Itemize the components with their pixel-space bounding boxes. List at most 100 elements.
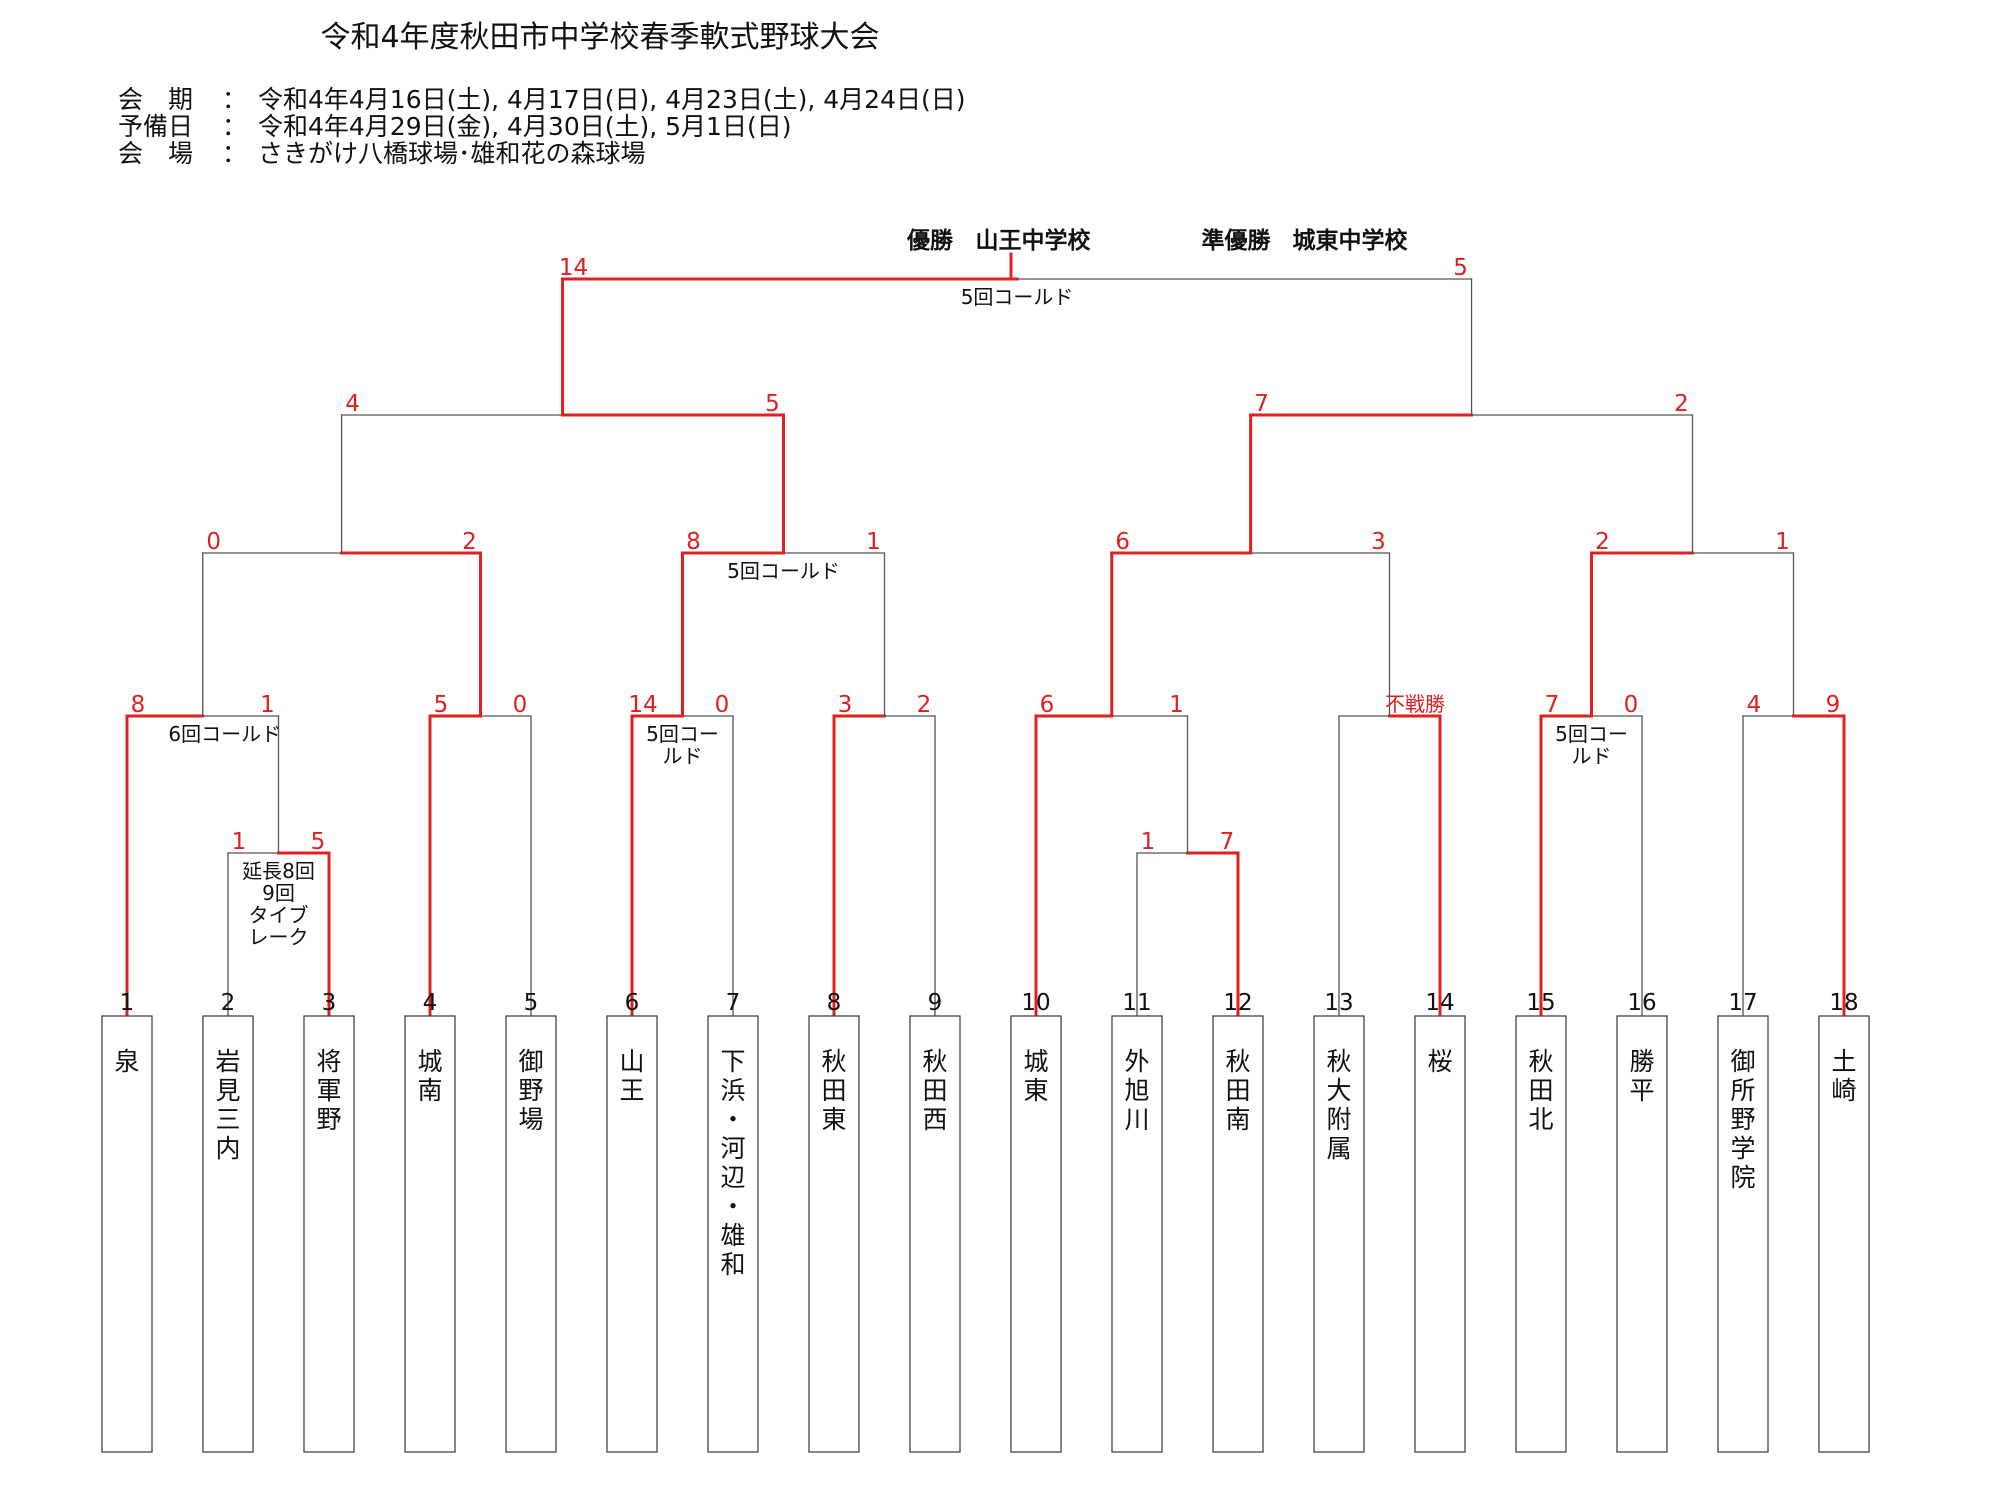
- team-name: 岩見三内: [215, 1047, 240, 1163]
- team-seed: 11: [1122, 990, 1151, 1016]
- team-box-12: [1212, 1015, 1264, 1453]
- team-box-15: [1515, 1015, 1567, 1453]
- score-right: 0: [1624, 692, 1639, 718]
- score-left: 14: [628, 692, 657, 718]
- score-right: 1: [1775, 529, 1790, 555]
- info-label: 会 場: [118, 139, 194, 168]
- team-name: 山王: [619, 1047, 644, 1105]
- team-seed: 8: [827, 990, 842, 1016]
- team-name: 秋大附属: [1326, 1047, 1351, 1163]
- team-seed: 6: [625, 990, 640, 1016]
- match-note: 5回コールド: [961, 285, 1074, 309]
- team-name: 秋田北: [1528, 1047, 1553, 1134]
- info-colon: ：: [222, 112, 248, 141]
- team-seed: 13: [1324, 990, 1353, 1016]
- score-right: 1: [260, 692, 275, 718]
- team-name: 桜: [1427, 1047, 1452, 1076]
- team-seed: 10: [1021, 990, 1050, 1016]
- match-note: ルド: [1572, 744, 1612, 768]
- runner-up-name: 城東中学校: [1293, 227, 1409, 254]
- team-seed: 3: [322, 990, 337, 1016]
- team-name: 土崎: [1831, 1047, 1856, 1105]
- team-name: 泉: [114, 1047, 139, 1076]
- score-right: 2: [1674, 391, 1689, 417]
- info-value: さきがけ八橋球場･雄和花の森球場: [258, 139, 646, 168]
- team-seed: 5: [524, 990, 539, 1016]
- score-right: 1: [866, 529, 881, 555]
- runner-up-label: 準優勝: [1202, 227, 1272, 254]
- score-left: 7: [1545, 692, 1560, 718]
- team-box-14: [1414, 1015, 1466, 1453]
- info-label: 予備日: [118, 112, 194, 141]
- team-name: 将軍野: [316, 1047, 341, 1134]
- match-note: 6回コールド: [168, 722, 281, 746]
- team-boxes: [101, 1015, 1870, 1453]
- team-name: 外旭川: [1124, 1047, 1149, 1134]
- score-right: 0: [513, 692, 528, 718]
- champion-label: 優勝: [906, 227, 954, 254]
- team-name: 秋田東: [821, 1047, 846, 1134]
- score-left: 1: [1141, 829, 1156, 855]
- score-left: 8: [131, 692, 146, 718]
- info-colon: ：: [222, 139, 248, 168]
- bracket-lines: [125, 252, 1846, 1018]
- info-value: 令和4年4月29日(金), 4月30日(土), 5月1日(日): [258, 112, 792, 141]
- match-note: タイブ: [249, 903, 309, 927]
- match-note: 5回コー: [646, 722, 719, 746]
- score-left: 6: [1040, 692, 1055, 718]
- score-right: 7: [1220, 829, 1235, 855]
- team-box-13: [1313, 1015, 1365, 1453]
- team-box-11: [1111, 1015, 1163, 1453]
- team-seed: 15: [1526, 990, 1555, 1016]
- team-box-5: [505, 1015, 557, 1453]
- team-box-3: [303, 1015, 355, 1453]
- match-note: 延長8回: [242, 859, 315, 883]
- walkover-label: 不戦勝: [1385, 692, 1445, 716]
- team-box-4: [404, 1015, 456, 1453]
- team-name: 秋田南: [1225, 1047, 1250, 1134]
- team-seed: 18: [1829, 990, 1858, 1016]
- team-seed: 2: [221, 990, 236, 1016]
- score-left: 6: [1115, 529, 1130, 555]
- score-right: 1: [1169, 692, 1184, 718]
- score-right: 5: [311, 829, 326, 855]
- team-seed: 16: [1627, 990, 1656, 1016]
- score-right: 5: [1453, 255, 1468, 281]
- score-left: 4: [1747, 692, 1762, 718]
- team-box-16: [1616, 1015, 1668, 1453]
- match-note: 5回コールド: [727, 559, 840, 583]
- team-box-10: [1010, 1015, 1062, 1453]
- score-right: 3: [1371, 529, 1386, 555]
- score-left: 0: [206, 529, 221, 555]
- score-right: 5: [765, 391, 780, 417]
- match-note: 9回: [262, 881, 295, 905]
- score-right: 2: [917, 692, 932, 718]
- team-seed: 14: [1425, 990, 1454, 1016]
- score-left: 5: [434, 692, 449, 718]
- score-right: 0: [715, 692, 730, 718]
- team-box-8: [808, 1015, 860, 1453]
- team-box-1: [101, 1015, 153, 1453]
- score-left: 8: [686, 529, 701, 555]
- score-left: 3: [838, 692, 853, 718]
- team-seed: 9: [928, 990, 943, 1016]
- match-note: ルド: [663, 744, 703, 768]
- team-name: 下浜・河辺・雄和: [720, 1047, 745, 1279]
- info-label: 会 期: [118, 85, 194, 114]
- score-left: 4: [345, 391, 360, 417]
- team-seed: 7: [726, 990, 741, 1016]
- info-value: 令和4年4月16日(土), 4月17日(日), 4月23日(土), 4月24日(…: [258, 85, 966, 114]
- score-left: 2: [1595, 529, 1610, 555]
- info-dates: 会 期 ： 令和4年4月16日(土), 4月17日(日), 4月23日(土), …: [118, 86, 966, 113]
- team-box-9: [909, 1015, 961, 1453]
- bracket-text: 優勝 山王中学校 準優勝 城東中学校 1泉2岩見三内3将軍野4城南5御野場6山王…: [114, 227, 1858, 1279]
- team-box-17: [1717, 1015, 1769, 1453]
- score-right: 2: [462, 529, 477, 555]
- champion-name: 山王中学校: [976, 227, 1092, 254]
- team-name: 城南: [417, 1047, 442, 1105]
- team-seed: 12: [1223, 990, 1252, 1016]
- team-name: 城東: [1023, 1047, 1048, 1105]
- team-name: 御所野学院: [1730, 1047, 1755, 1192]
- team-box-6: [606, 1015, 658, 1453]
- team-box-7: [707, 1015, 759, 1453]
